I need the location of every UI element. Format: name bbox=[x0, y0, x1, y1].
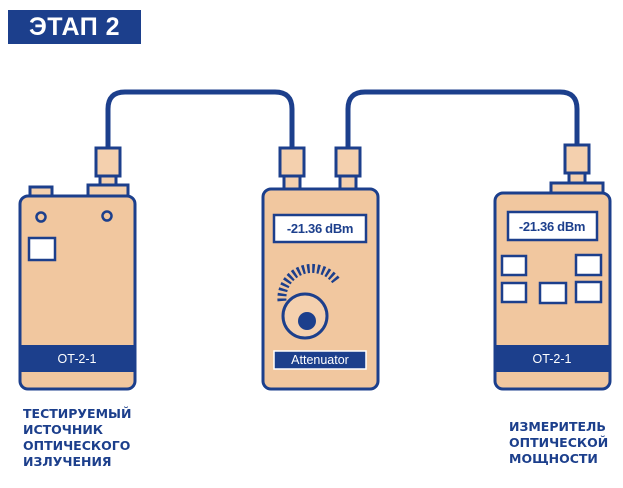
meter-model-label: OT-2-1 bbox=[533, 352, 572, 366]
meter-button-bottom-left bbox=[500, 281, 528, 304]
attenuator-display bbox=[272, 213, 368, 244]
source-connector bbox=[86, 146, 130, 198]
dial-knob-center-icon bbox=[298, 312, 316, 330]
fiber-cable-attenuator-meter bbox=[345, 89, 580, 151]
meter-caption: ИЗМЕРИТЕЛЬ ОПТИЧЕСКОЙ МОЩНОСТИ bbox=[509, 419, 608, 467]
meter-caption-line: ИЗМЕРИТЕЛЬ bbox=[509, 419, 606, 434]
optical-source-device bbox=[18, 146, 137, 391]
stage-title: ЭТАП 2 bbox=[8, 10, 141, 44]
power-meter-device bbox=[493, 143, 612, 391]
attenuator-output-connector bbox=[334, 146, 362, 191]
meter-model-plate bbox=[495, 345, 610, 372]
source-port-indicator bbox=[101, 210, 113, 222]
attenuator-input-connector bbox=[278, 146, 306, 191]
meter-caption-line: ОПТИЧЕСКОЙ bbox=[509, 435, 609, 450]
source-model-plate bbox=[20, 345, 135, 372]
source-caption-line: ТЕСТИРУЕМЫЙ bbox=[23, 406, 132, 421]
fiber-cable-source-attenuator bbox=[105, 89, 295, 151]
meter-button-center bbox=[538, 281, 568, 305]
source-caption-line: ОПТИЧЕСКОГО bbox=[23, 438, 131, 453]
attenuator-device bbox=[261, 146, 380, 391]
attenuator-name-plate bbox=[273, 350, 367, 370]
meter-button-top-right bbox=[574, 253, 603, 277]
meter-display bbox=[506, 210, 599, 242]
attenuator-scale-arc bbox=[277, 263, 341, 302]
attenuator-display-value: -21.36 dBm bbox=[287, 221, 353, 236]
source-caption-line: ИЗЛУЧЕНИЯ bbox=[23, 454, 112, 469]
meter-button-top-left bbox=[500, 254, 528, 277]
source-caption-line: ИСТОЧНИК bbox=[23, 422, 104, 437]
meter-button-bottom-right bbox=[574, 280, 603, 304]
source-caption: ТЕСТИРУЕМЫЙ ИСТОЧНИК ОПТИЧЕСКОГО ИЗЛУЧЕН… bbox=[23, 406, 131, 470]
source-power-button bbox=[27, 236, 57, 262]
meter-connector bbox=[549, 143, 605, 195]
source-led-indicator bbox=[35, 211, 47, 223]
source-model-label: OT-2-1 bbox=[58, 352, 97, 366]
meter-caption-line: МОЩНОСТИ bbox=[509, 451, 598, 466]
meter-display-value: -21.36 dBm bbox=[519, 219, 585, 234]
attenuator-name-label: Attenuator bbox=[291, 353, 349, 367]
